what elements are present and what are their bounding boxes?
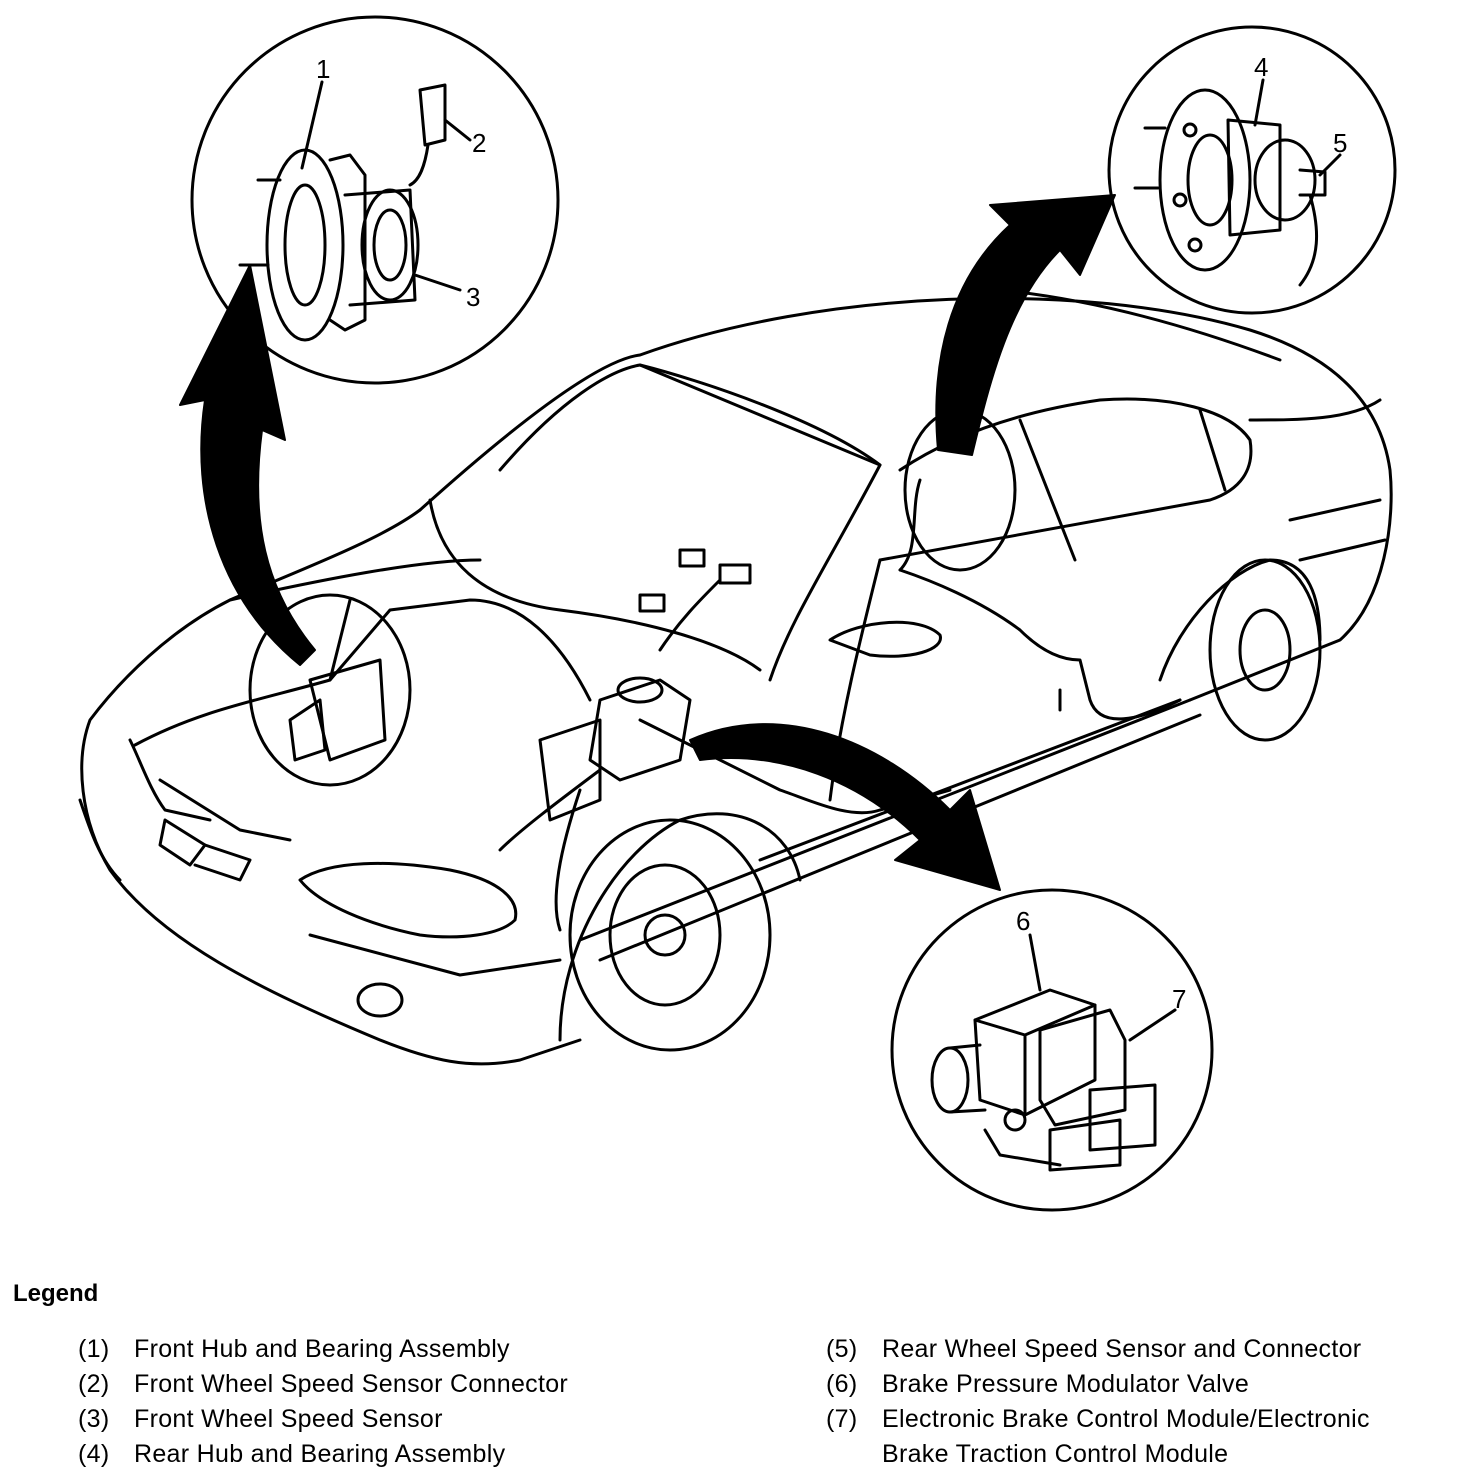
legend-item-text: Rear Wheel Speed Sensor and Connector bbox=[882, 1335, 1362, 1363]
arrow-to-modulator bbox=[689, 723, 1001, 891]
arrow-to-front-hub bbox=[179, 264, 316, 666]
legend-item-text: Front Wheel Speed Sensor Connector bbox=[134, 1370, 569, 1398]
legend-item-number: (1) bbox=[78, 1335, 110, 1363]
legend-item-text: Front Wheel Speed Sensor bbox=[134, 1405, 443, 1433]
callout-3: 3 bbox=[466, 282, 480, 312]
legend-item: (7) Electronic Brake Control Module/Elect… bbox=[826, 1402, 1370, 1472]
legend-item-text: Electronic Brake Control Module/Electron… bbox=[882, 1405, 1370, 1468]
callout-4: 4 bbox=[1254, 52, 1268, 82]
legend-item-number: (2) bbox=[78, 1370, 110, 1398]
legend-item: (3) Front Wheel Speed Sensor bbox=[78, 1402, 568, 1437]
legend-item: (2) Front Wheel Speed Sensor Connector bbox=[78, 1367, 568, 1402]
legend-item-number: (6) bbox=[826, 1370, 858, 1398]
arrow-to-rear-hub bbox=[935, 194, 1116, 456]
legend-item: (4) Rear Hub and Bearing Assembly bbox=[78, 1437, 568, 1472]
legend-item-text: Brake Pressure Modulator Valve bbox=[882, 1370, 1250, 1398]
legend-item-number: (5) bbox=[826, 1335, 858, 1363]
legend-item-text: Rear Hub and Bearing Assembly bbox=[134, 1440, 506, 1468]
legend-item: (5) Rear Wheel Speed Sensor and Connector bbox=[826, 1332, 1370, 1367]
legend-column-left: (1) Front Hub and Bearing Assembly (2) Fron… bbox=[78, 1332, 568, 1472]
legend: Legend (1) Front Hub and Bearing Assembly… bbox=[0, 1270, 1472, 1482]
abs-component-diagram: 1 2 3 4 5 6 7 bbox=[78, 15, 1397, 1212]
callout-7: 7 bbox=[1172, 984, 1186, 1014]
detail-modulator: 6 7 bbox=[890, 888, 1214, 1212]
legend-title: Legend bbox=[13, 1280, 99, 1307]
detail-rear-hub: 4 5 bbox=[1107, 25, 1397, 315]
legend-item-number: (3) bbox=[78, 1405, 110, 1433]
callout-6: 6 bbox=[1016, 906, 1030, 936]
callout-1: 1 bbox=[316, 54, 330, 84]
detail-front-hub: 1 2 3 bbox=[190, 15, 560, 385]
legend-item: (6) Brake Pressure Modulator Valve bbox=[826, 1367, 1370, 1402]
legend-item-number: (4) bbox=[78, 1440, 110, 1468]
callout-2: 2 bbox=[472, 128, 486, 158]
callout-5: 5 bbox=[1333, 128, 1347, 158]
legend-item-number: (7) bbox=[826, 1405, 858, 1433]
legend-column-right: (5) Rear Wheel Speed Sensor and Connector… bbox=[826, 1332, 1370, 1472]
legend-item-text: Front Hub and Bearing Assembly bbox=[134, 1335, 510, 1363]
legend-item: (1) Front Hub and Bearing Assembly bbox=[78, 1332, 568, 1367]
vehicle-outline bbox=[78, 288, 1393, 1066]
